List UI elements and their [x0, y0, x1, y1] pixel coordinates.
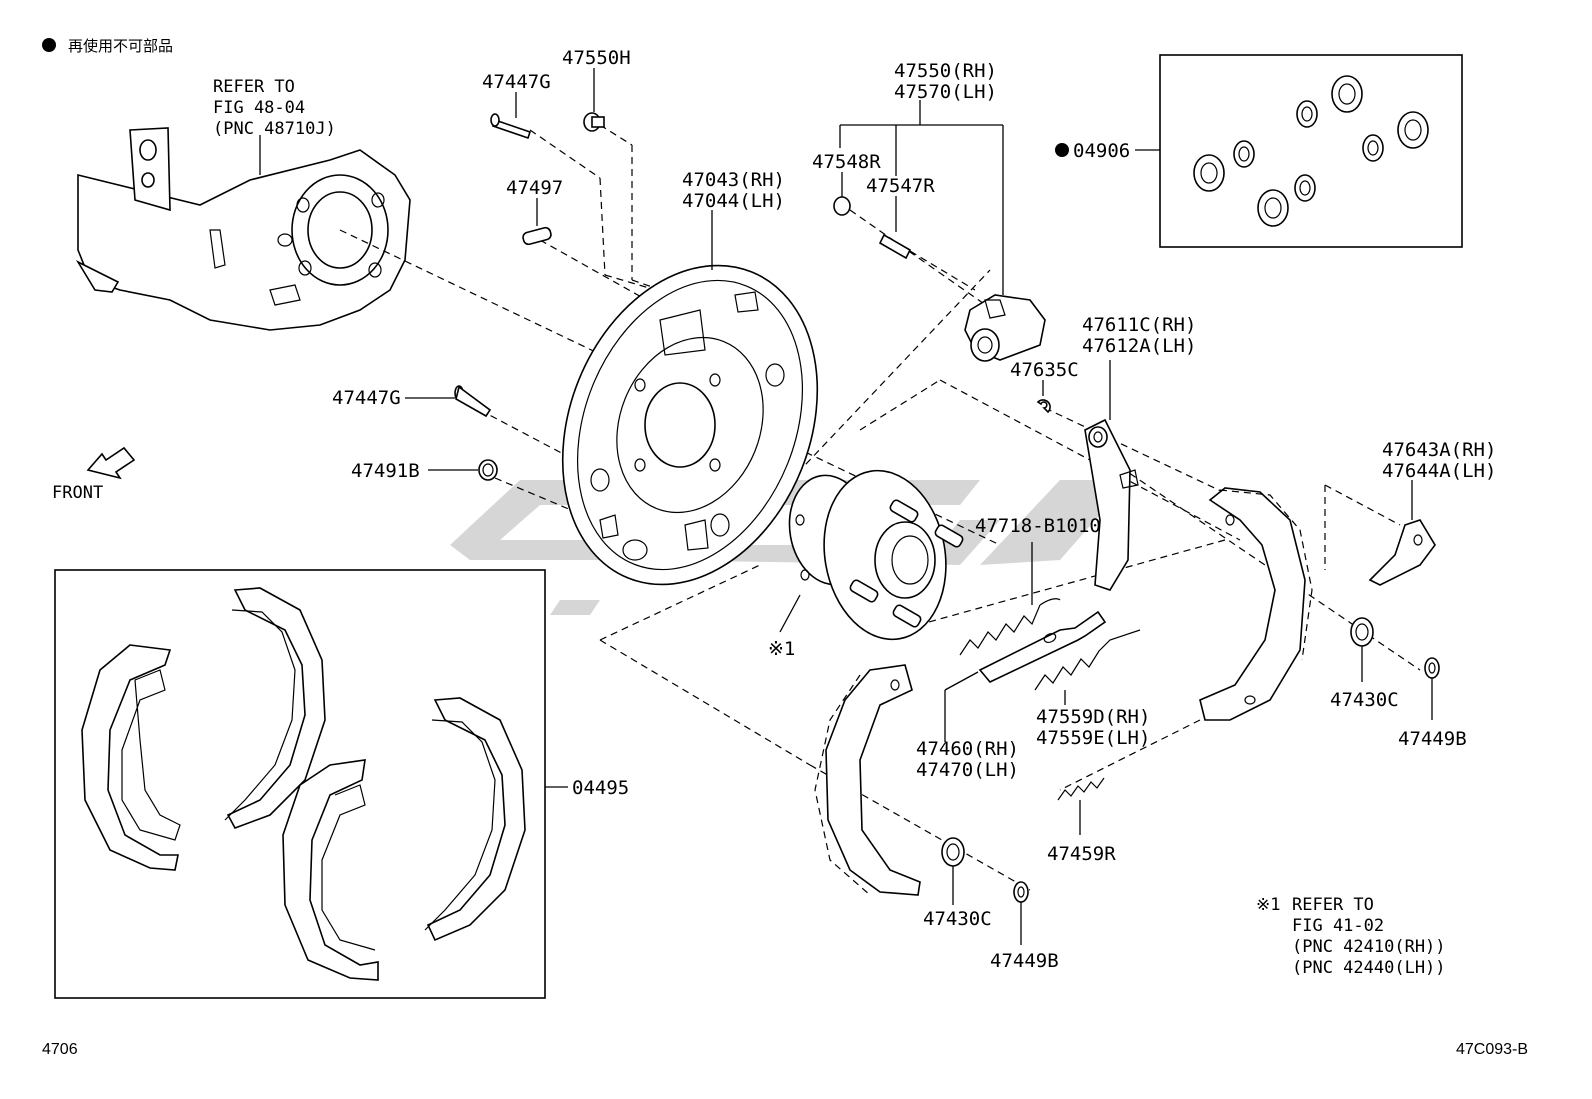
- cap-47548R: [833, 172, 851, 216]
- front-label: FRONT: [52, 483, 103, 503]
- knuckle-ref-line-1: REFER TO: [213, 77, 295, 97]
- label-47491B: 47491B: [351, 460, 420, 482]
- front-arrow-icon: [86, 446, 136, 480]
- label-47447G-top: 47447G: [482, 71, 551, 93]
- label-47559E: 47559E(LH): [1036, 727, 1150, 749]
- knuckle-ref-line-3: (PNC 48710J): [213, 119, 336, 139]
- legend-dot-icon: [42, 38, 56, 52]
- kit-seals: [1193, 75, 1429, 227]
- shoe-2: [224, 587, 326, 829]
- label-47548R: 47548R: [812, 151, 881, 173]
- front-shoe-assembled: [814, 664, 921, 896]
- bolt-47447G-top: [490, 92, 532, 140]
- shoe-4: [424, 697, 526, 942]
- label-47559D: 47559D(RH): [1036, 706, 1150, 728]
- adjuster-47460: [944, 610, 1107, 742]
- label-47449B-bottom: 47449B: [990, 950, 1059, 972]
- knuckle-reference: REFER TO FIG 48-04 (PNC 48710J): [213, 77, 336, 139]
- hub-assembly: [779, 469, 964, 641]
- label-47612A: 47612A(LH): [1082, 335, 1196, 357]
- label-hub-marker: ※1: [768, 638, 795, 660]
- rear-shoe-assembled: [1199, 487, 1313, 721]
- label-47550: 47550(RH): [894, 60, 997, 82]
- shoe-kit-box: [54, 569, 568, 999]
- label-47718: 47718-B1010: [975, 515, 1101, 537]
- washer-47449B-right: [1424, 657, 1440, 720]
- legend: 再使用不可部品: [42, 37, 173, 55]
- hub-note-line-3: (PNC 42410(RH)): [1292, 937, 1446, 957]
- knuckle-ref-line-2: FIG 48-04: [213, 98, 305, 118]
- knuckle-assembly: [75, 127, 411, 331]
- plug-47497: [522, 198, 552, 246]
- label-47611C: 47611C(RH): [1082, 314, 1196, 336]
- spring-47459R: [1057, 777, 1105, 835]
- label-47459R: 47459R: [1047, 843, 1116, 865]
- hub-note-line-4: (PNC 42440(LH)): [1292, 958, 1446, 978]
- front-arrow: FRONT: [52, 446, 136, 503]
- shoe-1: [81, 644, 181, 871]
- clip-47635C: [1036, 380, 1051, 414]
- footer-figure-code: 47C093-B: [1456, 1041, 1528, 1058]
- spring-47430C-bottom: [941, 837, 965, 905]
- parking-lever: [1368, 480, 1436, 586]
- label-47460: 47460(RH): [916, 738, 1019, 760]
- label-47044: 47044(LH): [682, 190, 785, 212]
- label-04906: 04906: [1073, 140, 1130, 162]
- hub-reference-note: ※1 REFER TO FIG 41-02 (PNC 42410(RH)) (P…: [1256, 895, 1446, 978]
- hub-note-line-1: REFER TO: [1292, 895, 1374, 915]
- non-reusable-dot-icon: [1055, 143, 1069, 157]
- spring-47718: [959, 542, 1061, 656]
- label-47470: 47470(LH): [916, 759, 1019, 781]
- cylinder-kit-box: [1135, 54, 1463, 248]
- label-47635C: 47635C: [1010, 359, 1079, 381]
- label-47430C-bottom: 47430C: [923, 908, 992, 930]
- label-04495: 04495: [572, 777, 629, 799]
- adjusting-lever: [1084, 360, 1139, 591]
- label-47449B-right: 47449B: [1398, 728, 1467, 750]
- label-47644A: 47644A(LH): [1382, 460, 1496, 482]
- kit-label: 04906: [1055, 140, 1130, 162]
- label-47643A: 47643A(RH): [1382, 439, 1496, 461]
- plug-47491B: [428, 459, 498, 481]
- bleeder-47547R: [878, 196, 912, 260]
- label-47447G-mid: 47447G: [332, 387, 401, 409]
- label-47570: 47570(LH): [894, 81, 997, 103]
- footer-page-code: 4706: [42, 1041, 78, 1058]
- label-47547R: 47547R: [866, 175, 935, 197]
- washer-47449B-bottom: [1013, 881, 1029, 945]
- label-47430C-right: 47430C: [1330, 689, 1399, 711]
- label-47550H: 47550H: [562, 47, 631, 69]
- bolt-47447G-mid: [405, 385, 492, 418]
- hub-note-marker: ※1: [1256, 895, 1280, 915]
- shoe-3: [282, 759, 379, 981]
- wheel-cylinder: [839, 100, 1046, 362]
- bolt-47550H: [583, 68, 605, 132]
- label-47497: 47497: [506, 177, 563, 199]
- hub-note-line-2: FIG 41-02: [1292, 916, 1384, 936]
- backing-plate: [561, 210, 819, 586]
- label-47043: 47043(RH): [682, 169, 785, 191]
- spring-47559D: [1034, 629, 1141, 705]
- legend-text: 再使用不可部品: [68, 37, 173, 55]
- spring-47430C-right: [1350, 617, 1374, 682]
